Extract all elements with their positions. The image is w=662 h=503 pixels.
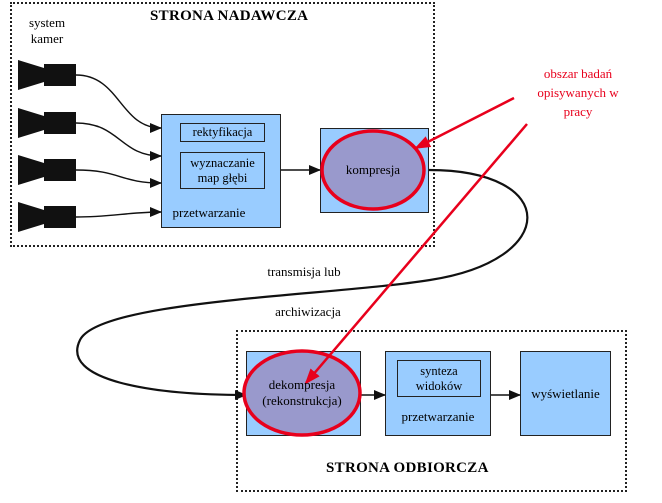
research-area-annotation: obszar badań opisywanych w pracy (537, 66, 619, 119)
receiver-region (236, 330, 627, 492)
view-synthesis-label: synteza widoków (415, 363, 463, 393)
view-synthesis-box: synteza widoków (397, 360, 481, 397)
display-box (520, 351, 611, 436)
transmission-loop (76, 168, 529, 400)
receiver-title: STRONA ODBIORCZA (326, 460, 489, 476)
compression-label: kompresja (345, 162, 401, 177)
camera-arrow (75, 169, 162, 188)
annotation-arrow (304, 123, 528, 385)
annotation-arrow (414, 96, 515, 150)
camera-arrow (75, 74, 162, 133)
compression-ellipse (320, 129, 426, 211)
rectification-label: rektyfikacja (192, 125, 253, 139)
depth-map-box: wyznaczanie map głębi (180, 152, 265, 189)
camera-icon (18, 60, 76, 90)
sender-title: STRONA NADAWCZA (150, 8, 309, 24)
camera-icon (18, 108, 76, 138)
archiving-label: archiwizacja (275, 304, 341, 319)
depth-map-label: wyznaczanie map głębi (190, 155, 255, 185)
transmission-label: transmisja lub (267, 264, 341, 279)
camera-icon (18, 155, 76, 185)
camera-arrow (75, 122, 162, 161)
receiver-processing-footer: przetwarzanie (401, 409, 475, 424)
rectification-box: rektyfikacja (180, 123, 265, 142)
sender-region (10, 2, 435, 247)
decompression-label: dekompresja (rekonstrukcja) (262, 377, 342, 408)
camera-icon (18, 202, 76, 232)
camera-arrow (75, 207, 162, 218)
decompression-ellipse (242, 349, 362, 437)
sender-processing-footer: przetwarzanie (172, 205, 246, 220)
camera-system-label: system kamer (28, 15, 66, 46)
display-label: wyświetlanie (531, 385, 600, 401)
